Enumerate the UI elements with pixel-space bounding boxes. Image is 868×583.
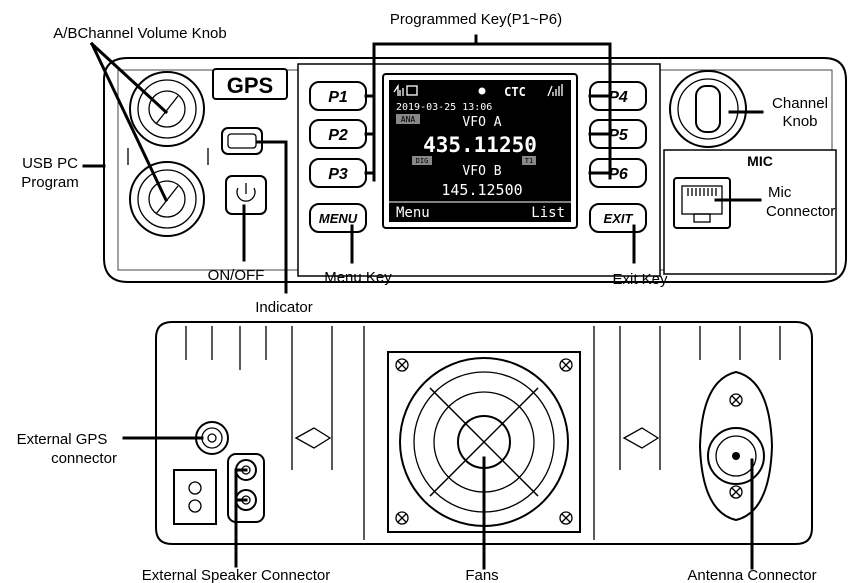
- p4-key[interactable]: P4: [589, 81, 647, 111]
- label-exit-key: Exit Key: [612, 271, 668, 288]
- frequency-a: 435.11250: [423, 133, 537, 157]
- channel-knob[interactable]: [669, 70, 747, 148]
- label-mic-connector-line1: Mic: [768, 184, 792, 201]
- exit-key-label: EXIT: [604, 211, 634, 226]
- label-external-speaker: External Speaker Connector: [142, 567, 330, 583]
- vfo-a-label: VFO A: [462, 115, 501, 130]
- power-icon: [236, 187, 256, 202]
- p1-key[interactable]: P1: [309, 81, 367, 111]
- gps-badge: GPS: [212, 68, 288, 100]
- p5-key-label: P5: [608, 127, 629, 144]
- p2-key[interactable]: P2: [309, 119, 367, 149]
- dig-tag: DIG: [416, 157, 429, 165]
- label-indicator: Indicator: [255, 299, 313, 316]
- label-usb-pc-program-line2: Program: [21, 174, 79, 191]
- label-mic-connector-line2: Connector: [766, 203, 835, 220]
- ana-tag: ANA: [401, 115, 416, 124]
- label-menu-key: Menu Key: [324, 269, 392, 286]
- label-on-off: ON/OFF: [208, 267, 265, 284]
- front-panel: GPS P1 P2 P3 MENU: [103, 57, 847, 283]
- mic-label: MIC: [747, 153, 773, 169]
- antenna-connector: [698, 370, 774, 522]
- menu-key-label: MENU: [319, 211, 358, 226]
- label-external-gps-line1: External GPS: [17, 431, 108, 448]
- label-channel-knob-line2: Knob: [782, 113, 817, 130]
- t1-tag: T1: [525, 157, 533, 165]
- softkey-menu: Menu: [396, 205, 430, 221]
- volume-knob-a[interactable]: [129, 71, 205, 147]
- battery-icon: [406, 85, 418, 96]
- callout-labels: Programmed Key(P1~P6) A/BChannel Volume …: [17, 11, 836, 583]
- p1-key-label: P1: [328, 89, 348, 106]
- label-channel-knob-line1: Channel: [772, 95, 828, 112]
- exit-key[interactable]: EXIT: [589, 203, 647, 233]
- label-fans: Fans: [465, 567, 498, 583]
- gps-status-icon: [478, 87, 486, 95]
- label-antenna-connector: Antenna Connector: [687, 567, 816, 583]
- label-usb-pc-program-line1: USB PC: [22, 155, 78, 172]
- leader-lines: [82, 34, 764, 570]
- ctc-status: CTC: [504, 85, 526, 99]
- mic-connector: [673, 177, 731, 229]
- label-external-gps-line2: connector: [51, 450, 117, 467]
- menu-key[interactable]: MENU: [309, 203, 367, 233]
- gps-badge-text: GPS: [227, 73, 273, 98]
- label-volume-knob: A/BChannel Volume Knob: [53, 25, 226, 42]
- p3-key-label: P3: [328, 166, 348, 183]
- label-programmed-key: Programmed Key(P1~P6): [390, 11, 562, 28]
- p3-key[interactable]: P3: [309, 158, 367, 188]
- screen-datetime: 2019-03-25 13:06: [396, 102, 492, 113]
- frequency-b: 145.12500: [441, 181, 522, 199]
- signal-icon: [393, 83, 404, 96]
- softkey-list: List: [531, 205, 565, 221]
- p4-key-label: P4: [608, 89, 628, 106]
- p6-key-label: P6: [608, 166, 628, 183]
- p2-key-label: P2: [328, 127, 348, 144]
- signal-strength-icon: [547, 84, 563, 97]
- lcd-screen: CTC 2019-03-25 13:06 ANA VFO A 435.11250…: [382, 73, 578, 229]
- power-button[interactable]: [225, 175, 267, 215]
- vfo-b-label: VFO B: [462, 164, 501, 179]
